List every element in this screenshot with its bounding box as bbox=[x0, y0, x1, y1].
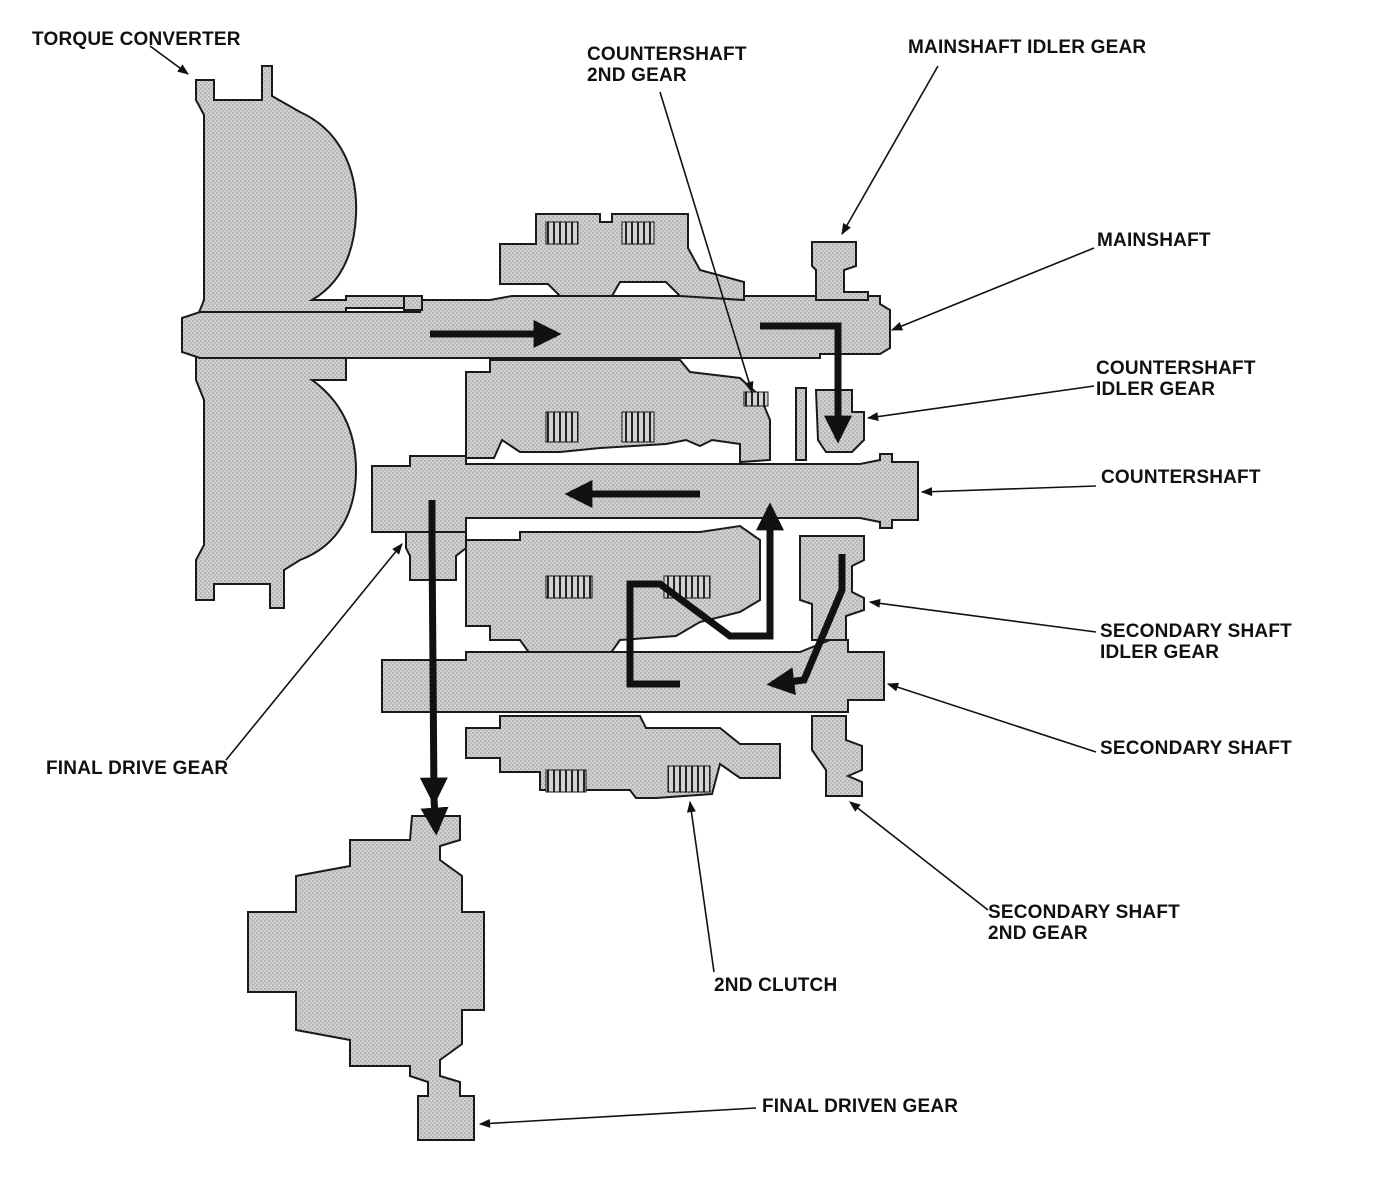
label-secondary-shaft: SECONDARY SHAFT bbox=[1100, 738, 1292, 759]
label-countershaft-idler-gear: COUNTERSHAFT IDLER GEAR bbox=[1096, 358, 1256, 400]
leader-lines bbox=[149, 45, 1097, 1128]
label-final-drive-gear: FINAL DRIVE GEAR bbox=[46, 758, 229, 779]
flow-arrow-countershaft-2nd bbox=[766, 554, 846, 696]
leader-final-drive-gear bbox=[225, 543, 403, 761]
final-driven-gear bbox=[247, 815, 485, 1141]
leader-countershaft-idler-gear bbox=[866, 385, 1095, 422]
label-secondary-shaft-idler-gear: SECONDARY SHAFT IDLER GEAR bbox=[1100, 621, 1292, 663]
leader-secondary-shaft-2nd-gear bbox=[849, 801, 989, 911]
secondary-lower-gears bbox=[465, 715, 863, 799]
label-final-driven-gear: FINAL DRIVEN GEAR bbox=[762, 1096, 959, 1117]
flow-arrow-2nd-clutch bbox=[626, 502, 784, 688]
secondary-lower-clutch-packs bbox=[545, 765, 711, 793]
label-secondary-shaft-2nd-gear: SECONDARY SHAFT 2ND GEAR bbox=[988, 902, 1180, 944]
label-2nd-clutch: 2ND CLUTCH bbox=[714, 975, 838, 996]
leader-countershaft bbox=[920, 485, 1097, 497]
leader-countershaft-2nd-gear bbox=[659, 91, 754, 394]
countershaft-upper-gears bbox=[465, 359, 865, 464]
power-flow-path bbox=[419, 320, 852, 836]
leader-torque-converter bbox=[149, 45, 189, 75]
label-mainshaft: MAINSHAFT bbox=[1097, 230, 1211, 251]
final-drive-gear bbox=[405, 531, 467, 581]
label-countershaft-2nd-gear: COUNTERSHAFT 2ND GEAR bbox=[587, 44, 747, 86]
leader-final-driven-gear bbox=[478, 1107, 757, 1128]
mainshaft-clutch-packs bbox=[545, 221, 655, 245]
label-countershaft: COUNTERSHAFT bbox=[1101, 467, 1261, 488]
leader-mainshaft bbox=[890, 247, 1095, 331]
label-torque-converter: TORQUE CONVERTER bbox=[32, 29, 241, 50]
leader-secondary-shaft bbox=[886, 682, 1097, 753]
leader-2nd-clutch bbox=[686, 800, 715, 973]
secondary-upper-gears bbox=[465, 524, 865, 655]
flow-arrow-final-drive bbox=[419, 500, 448, 806]
leader-mainshaft-idler-gear bbox=[841, 65, 939, 235]
countershaft-clutch-packs bbox=[545, 391, 769, 443]
leader-secondary-shaft-idler-gear bbox=[868, 598, 1097, 633]
label-mainshaft-idler-gear: MAINSHAFT IDLER GEAR bbox=[908, 37, 1147, 58]
flow-arrow-mainshaft-idler bbox=[760, 322, 852, 444]
